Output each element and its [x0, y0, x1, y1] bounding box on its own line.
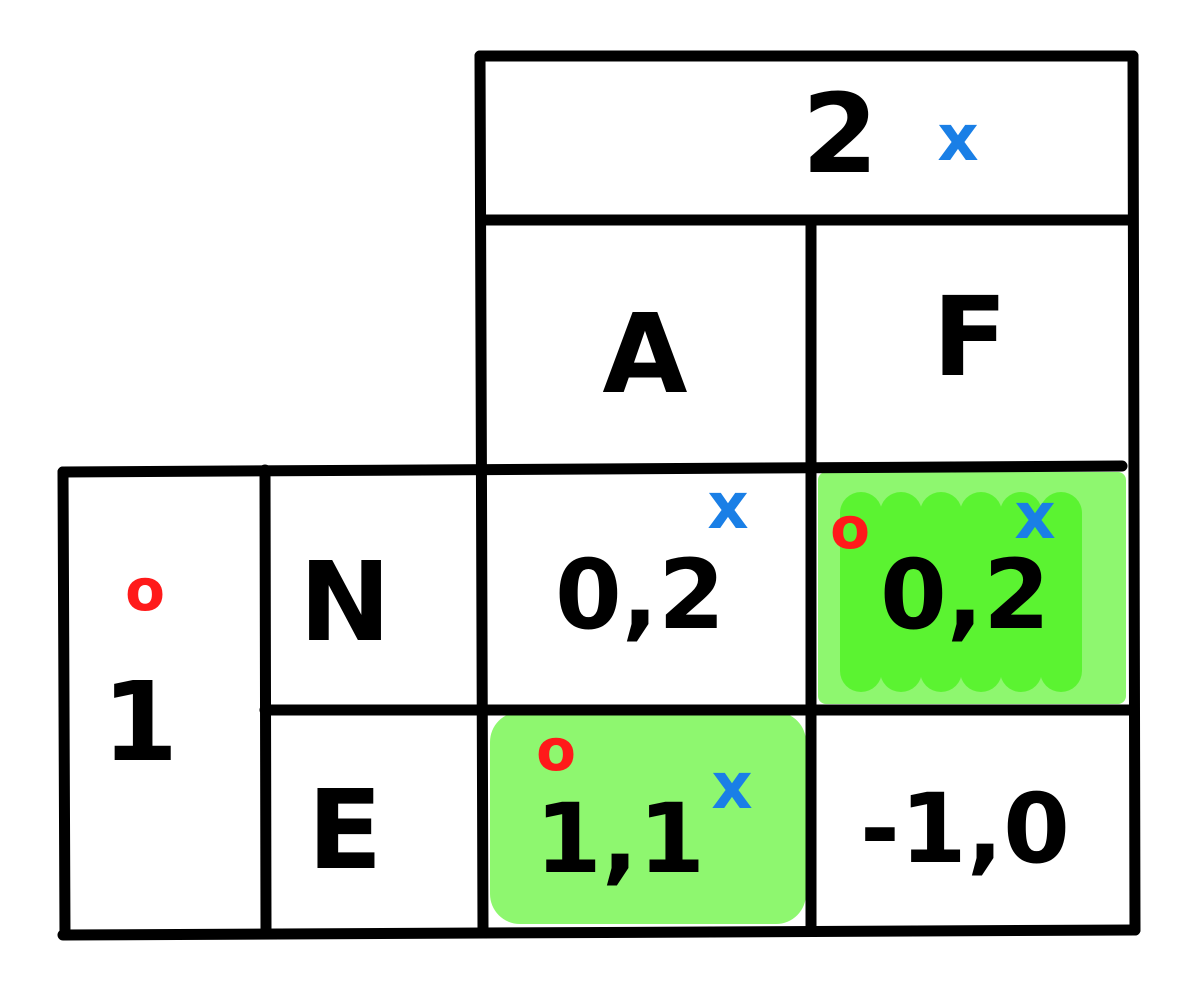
highlight-n-f-scribble: [840, 492, 1082, 692]
p1-mark-n-f: o: [830, 494, 870, 562]
matrix-grid: [57, 50, 1141, 941]
col-strategy-f: F: [932, 273, 1007, 401]
player2-x-mark: x: [937, 102, 978, 176]
p2-mark-e-a: x: [711, 750, 752, 824]
player2-label: 2: [802, 70, 879, 198]
player1-label: 1: [102, 658, 179, 786]
row-strategy-n: N: [299, 538, 391, 666]
payoff-n-f: 0,2: [880, 539, 1050, 651]
payoff-n-a: 0,2: [555, 539, 725, 651]
highlight-e-a: [490, 712, 806, 924]
payoff-e-f: -1,0: [860, 773, 1070, 885]
col-strategy-a: A: [602, 290, 687, 418]
p2-mark-n-f: x: [1014, 480, 1055, 554]
row-strategy-e: E: [307, 766, 382, 894]
player1-o-mark: o: [125, 556, 165, 624]
payoff-e-a: 1,1: [535, 783, 705, 895]
p1-mark-e-a: o: [536, 716, 576, 784]
p2-mark-n-a: x: [707, 470, 748, 544]
